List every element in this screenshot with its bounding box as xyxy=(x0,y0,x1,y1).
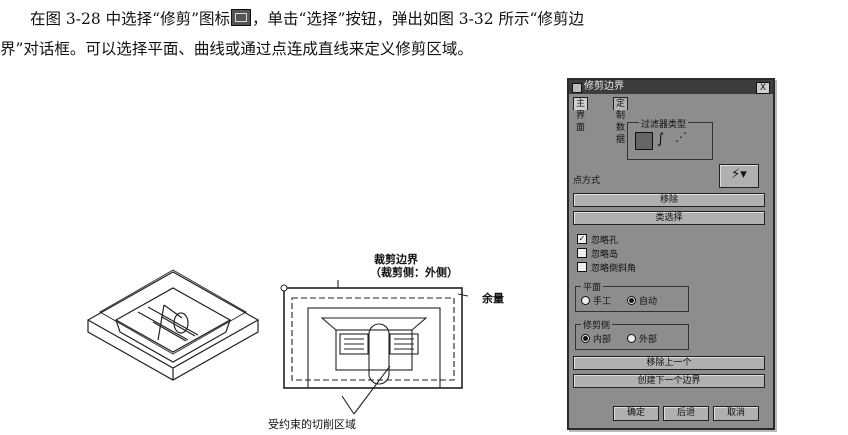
label-constrained-region: 受约束的切削区域 xyxy=(268,418,356,431)
remove-previous-button[interactable]: 移除上一个 xyxy=(573,356,765,370)
back-button[interactable]: 后退 xyxy=(663,406,709,421)
plane-group xyxy=(575,286,689,312)
label-trim-boundary: 裁剪边界 xyxy=(374,253,418,266)
cancel-button[interactable]: 取消 xyxy=(713,406,759,421)
plane-manual-radio[interactable] xyxy=(581,296,590,305)
plane-auto-radio[interactable] xyxy=(627,296,636,305)
dialog-title: 修剪边界 xyxy=(584,81,624,92)
trim-inside-label: 内部 xyxy=(593,335,612,345)
label-trim-side: （裁剪侧：外侧） xyxy=(370,266,458,279)
tab-main[interactable]: 主界面 xyxy=(573,97,589,133)
paragraph-line-2: 界”对话框。可以选择平面、曲线或通过点连成直线来定义修剪区域。 xyxy=(0,40,473,58)
ok-button[interactable]: 确定 xyxy=(613,406,659,421)
ignore-chamfers-label: 忽略倒斜角 xyxy=(591,264,637,274)
plane-label: 平面 xyxy=(581,280,604,293)
body-paragraph: 在图 3-28 中选择“修剪”图标 ，单击“选择”按钮，弹出如图 3-32 所示“… xyxy=(0,4,848,64)
ignore-islands-label: 忽略岛 xyxy=(591,250,619,260)
plane-manual-label: 手工 xyxy=(593,297,612,307)
dialog-titlebar[interactable]: 修剪边界 X xyxy=(569,80,773,94)
trim-inside-radio[interactable] xyxy=(581,334,590,343)
point-method-dropdown[interactable]: ⚡▾ xyxy=(719,164,759,188)
trim-side-label: 修剪侧 xyxy=(581,318,613,331)
trim-boundary-figure xyxy=(280,280,468,415)
plane-auto-label: 自动 xyxy=(639,297,658,307)
filter-face-icon[interactable] xyxy=(635,132,653,150)
trim-outside-radio[interactable] xyxy=(627,334,636,343)
paragraph-line-1: 在图 3-28 中选择“修剪”图标 ，单击“选择”按钮，弹出如图 3-32 所示“… xyxy=(0,4,848,34)
class-select-button[interactable]: 类选择 xyxy=(573,211,765,225)
trim-boundary-dialog: 修剪边界 X 主界面 定制数据 过滤器类型 ∫ ⋰ 点方式 ⚡▾ 移除 类选择 … xyxy=(567,78,775,430)
filter-curve-icon[interactable]: ∫ xyxy=(657,131,665,147)
trim-side-group xyxy=(575,324,689,350)
line1-after-text: ，单击“选择”按钮，弹出如图 3-32 所示“修剪边 xyxy=(252,10,584,28)
ignore-chamfers-checkbox[interactable] xyxy=(577,262,587,272)
create-next-boundary-button[interactable]: 创建下一个边界 xyxy=(573,374,765,388)
ignore-islands-checkbox[interactable] xyxy=(577,248,587,258)
close-button[interactable]: X xyxy=(756,82,770,94)
trim-icon xyxy=(231,9,252,26)
ignore-holes-label: 忽略孔 xyxy=(591,236,619,246)
label-margin: 余量 xyxy=(482,292,504,305)
point-method-label: 点方式 xyxy=(573,176,601,186)
isometric-part-figure xyxy=(86,269,260,381)
remove-button[interactable]: 移除 xyxy=(573,193,765,207)
app-icon xyxy=(572,83,582,93)
trim-outside-label: 外部 xyxy=(639,335,658,345)
tab-custom-data[interactable]: 定制数据 xyxy=(613,97,629,145)
ignore-holes-checkbox[interactable]: ✓ xyxy=(577,234,587,244)
filter-type-label: 过滤器类型 xyxy=(639,117,689,130)
filter-points-icon[interactable]: ⋰ xyxy=(675,130,687,144)
line1-before-text: 在图 3-28 中选择“修剪”图标 xyxy=(30,10,231,28)
